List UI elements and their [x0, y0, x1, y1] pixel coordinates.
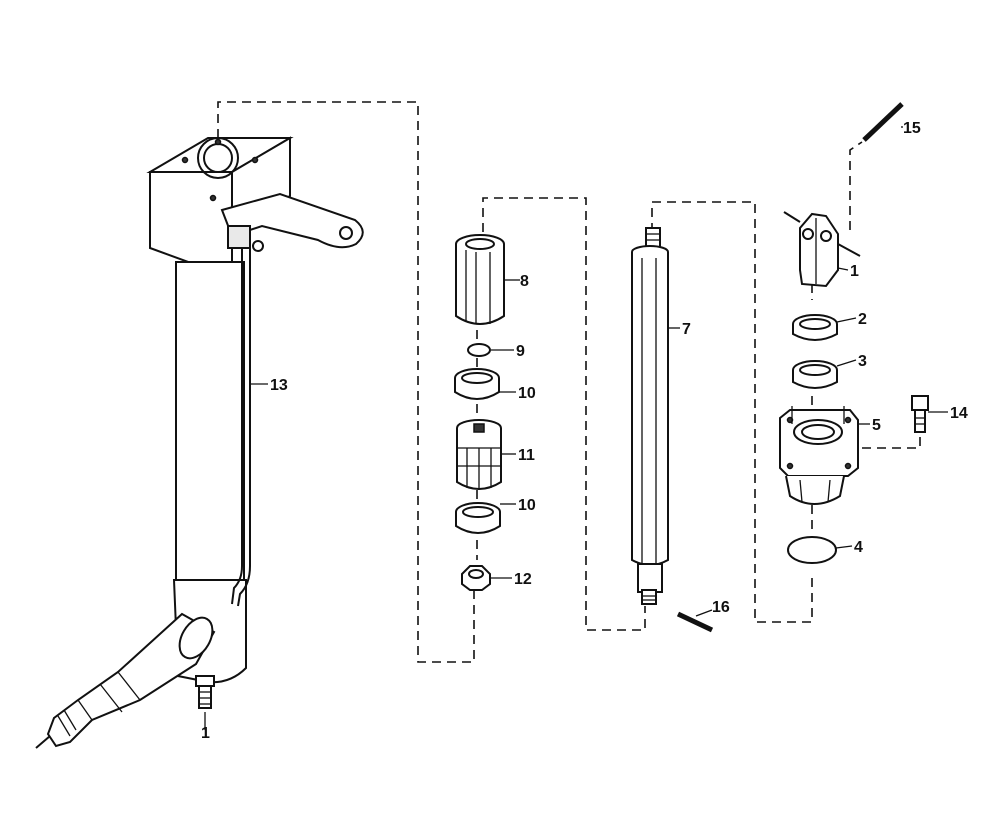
bolt-part-14: [911, 395, 929, 433]
callout-9: 9: [516, 343, 525, 360]
callout-8: 8: [520, 273, 529, 290]
o-ring-part-4: [787, 536, 837, 564]
callout-16: 16: [712, 599, 730, 616]
callout-7: 7: [682, 321, 691, 338]
callout-13: 13: [270, 377, 288, 394]
callout-1-bottom: 1: [201, 725, 210, 742]
o-ring-part-9: [467, 343, 491, 357]
bush-part-8: [455, 234, 505, 325]
callout-11: 11: [518, 447, 535, 464]
callout-3: 3: [858, 353, 867, 370]
callout-15: 15: [903, 120, 921, 137]
ring-part-3: [792, 360, 838, 389]
callout-10-upper: 10: [518, 385, 536, 402]
pin-part-16: [676, 611, 714, 633]
callout-5: 5: [872, 417, 881, 434]
callout-4: 4: [854, 539, 863, 556]
cage-bearing-part-11: [456, 419, 502, 490]
leader-lines: [204, 126, 948, 730]
clevis-part-1: [783, 211, 861, 288]
callout-10-lower: 10: [518, 497, 536, 514]
bearing-housing-part-5: [779, 406, 859, 505]
pin-part-15: [862, 102, 904, 142]
callout-2: 2: [858, 311, 867, 328]
steering-column-housing: [35, 136, 364, 749]
callout-14: 14: [950, 405, 968, 422]
king-pin-part-7: [631, 227, 669, 605]
bearing-ring-part-10-lower: [455, 502, 501, 534]
assembly-guide-lines: [217, 101, 921, 663]
ring-part-2: [792, 314, 838, 341]
nut-part-12: [461, 565, 491, 591]
callout-12: 12: [514, 571, 532, 588]
callout-1: 1: [850, 263, 859, 280]
bearing-ring-part-10-upper: [454, 368, 500, 400]
